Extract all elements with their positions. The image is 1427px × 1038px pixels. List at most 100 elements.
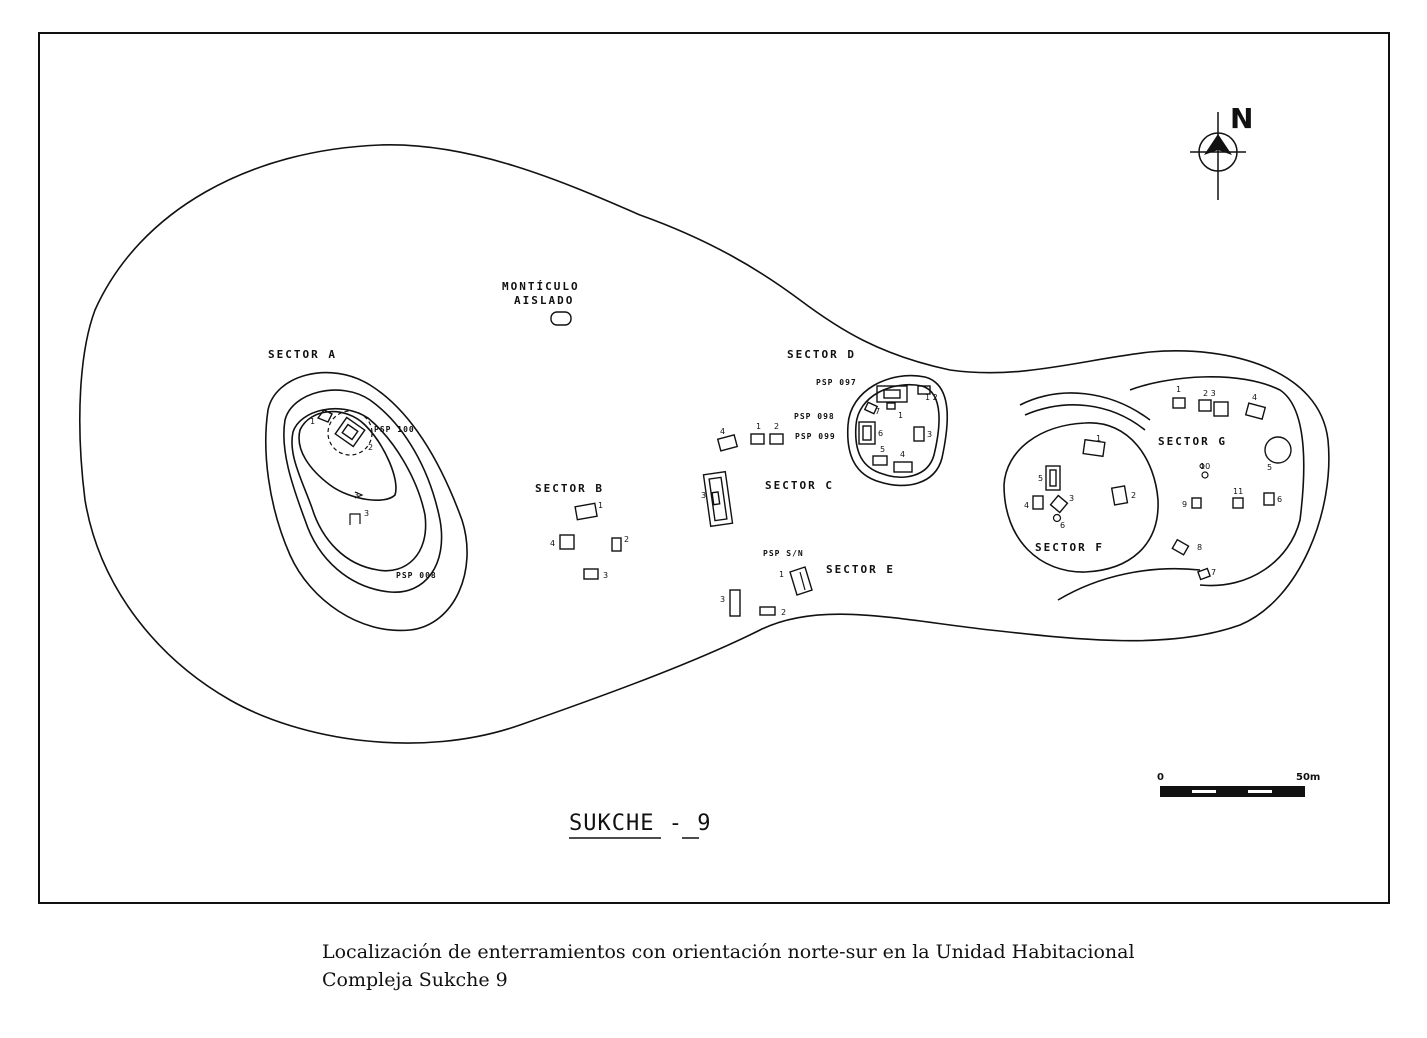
svg-text:1: 1 xyxy=(756,422,761,431)
sector-e-structure-2 xyxy=(759,606,776,616)
svg-text:2 3: 2 3 xyxy=(1203,389,1216,398)
sector-c-label: SECTOR C xyxy=(765,479,834,492)
sector-a-structure-3 xyxy=(349,513,361,525)
sector-e-label: SECTOR E xyxy=(826,563,895,576)
sector-f-curve-bottom xyxy=(1057,567,1201,601)
monticulo-structure xyxy=(550,311,572,326)
svg-text:6: 6 xyxy=(878,429,883,438)
psp-097-label: PSP 097 xyxy=(816,378,857,387)
sector-d-structure-7 xyxy=(863,401,879,415)
sector-a-contour-outer xyxy=(265,371,468,632)
svg-text:5: 5 xyxy=(1038,474,1043,483)
psp-099-label: PSP 099 xyxy=(795,432,836,441)
sector-d-structure-6 xyxy=(858,421,876,445)
sector-f-label: SECTOR F xyxy=(1035,541,1104,554)
north-label: N xyxy=(1230,102,1253,135)
sector-d-label: SECTOR D xyxy=(787,348,856,361)
sector-a-label: SECTOR A xyxy=(268,348,337,361)
sector-d-structure-5 xyxy=(872,455,888,466)
scale-end-label: 50m xyxy=(1296,772,1320,783)
svg-text:5: 5 xyxy=(1267,463,1272,472)
sector-c-structure-1 xyxy=(750,433,765,445)
sector-g-structure-5 xyxy=(1264,436,1292,464)
monticulo-label-1: MONTÍCULO xyxy=(502,280,580,293)
svg-text:2: 2 xyxy=(774,422,779,431)
caption-line-1: Localización de enterramientos con orien… xyxy=(322,941,1135,963)
sector-d-wall-inner xyxy=(854,384,940,478)
sector-a-contour-3 xyxy=(291,408,427,572)
svg-text:3: 3 xyxy=(720,595,725,604)
psp-008-label: PSP 008 xyxy=(396,571,437,580)
sector-e-structure-1 xyxy=(789,566,813,596)
svg-text:10: 10 xyxy=(1200,462,1210,471)
svg-text:4: 4 xyxy=(900,450,905,459)
svg-text:3: 3 xyxy=(354,491,359,500)
sector-d-structure-3 xyxy=(913,426,925,442)
scale-start-label: 0 xyxy=(1157,772,1164,783)
sector-f-structure-1 xyxy=(1082,438,1106,458)
svg-text:1: 1 xyxy=(598,501,603,510)
sector-g-structure-9 xyxy=(1191,497,1202,509)
sector-f-curve-top-2 xyxy=(1024,404,1146,431)
svg-text:2: 2 xyxy=(1131,491,1136,500)
sector-g-structure-7 xyxy=(1197,567,1211,581)
svg-text:1: 1 xyxy=(898,411,903,420)
sector-e-structure-3 xyxy=(729,589,741,617)
north-arrow-icon xyxy=(1190,112,1246,200)
monticulo-label-2: AISLADO xyxy=(514,294,574,307)
sector-f-structure-2 xyxy=(1110,485,1129,506)
scale-bar xyxy=(1160,786,1305,797)
svg-text:3: 3 xyxy=(927,430,932,439)
sector-g-structure-10 xyxy=(1201,471,1209,479)
sector-g-wall xyxy=(1129,376,1305,587)
sector-g-structure-2 xyxy=(1198,399,1212,412)
svg-text:2: 2 xyxy=(624,535,629,544)
caption-line-2: Compleja Sukche 9 xyxy=(322,969,508,991)
sector-g-structure-6 xyxy=(1263,492,1275,506)
svg-text:4: 4 xyxy=(720,427,725,436)
sector-f-wall xyxy=(1003,422,1159,573)
psp-100-label: PSP 100 xyxy=(374,425,415,434)
site-boundary xyxy=(78,144,1330,744)
sector-b-structure-1 xyxy=(574,502,598,521)
svg-text:8: 8 xyxy=(1197,543,1202,552)
svg-text:11: 11 xyxy=(1233,487,1243,496)
svg-text:1 2: 1 2 xyxy=(925,393,938,402)
svg-text:6: 6 xyxy=(1277,495,1282,504)
sector-b-label: SECTOR B xyxy=(535,482,604,495)
svg-text:3: 3 xyxy=(364,509,369,518)
sector-b-structure-3 xyxy=(583,568,599,580)
sector-d-structure-4 xyxy=(893,461,913,473)
sector-g-structure-8 xyxy=(1171,538,1190,556)
svg-text:1: 1 xyxy=(1176,385,1181,394)
svg-text:1: 1 xyxy=(779,570,784,579)
sector-f-structure-3 xyxy=(1049,494,1069,514)
sector-a-contour-2 xyxy=(283,389,443,593)
sector-b-structure-2 xyxy=(611,537,622,552)
svg-text:1: 1 xyxy=(1096,434,1101,443)
svg-text:3: 3 xyxy=(701,491,706,500)
sector-c-structure-3 xyxy=(702,470,734,528)
svg-text:7: 7 xyxy=(875,407,880,416)
svg-text:5: 5 xyxy=(880,445,885,454)
sector-b-structure-4 xyxy=(559,534,575,550)
svg-text:4: 4 xyxy=(550,539,555,548)
sector-g-label: SECTOR G xyxy=(1158,435,1227,448)
svg-text:2: 2 xyxy=(781,608,786,617)
map-frame xyxy=(38,32,1390,904)
sector-g-structure-1 xyxy=(1172,397,1186,409)
svg-text:6: 6 xyxy=(1060,521,1065,530)
figure-caption: Localización de enterramientos con orien… xyxy=(322,938,1222,994)
sector-a-structure-main xyxy=(334,416,366,448)
sector-d-wall-outer xyxy=(846,374,949,487)
sector-c-structure-2 xyxy=(769,433,784,445)
svg-text:4: 4 xyxy=(1252,393,1257,402)
sector-f-structure-4 xyxy=(1032,495,1044,510)
psp-sn-label: PSP S/N xyxy=(763,549,804,558)
sector-f-curve-top xyxy=(1019,392,1151,421)
sector-a-structure-1 xyxy=(316,409,333,423)
svg-text:2: 2 xyxy=(368,443,373,452)
sector-f-structure-5 xyxy=(1045,465,1061,491)
svg-text:9: 9 xyxy=(1182,500,1187,509)
site-map: 1 2 3 3 1 2 3 4 4 1 2 3 1 1 2 3 4 5 6 7 … xyxy=(78,102,1330,839)
